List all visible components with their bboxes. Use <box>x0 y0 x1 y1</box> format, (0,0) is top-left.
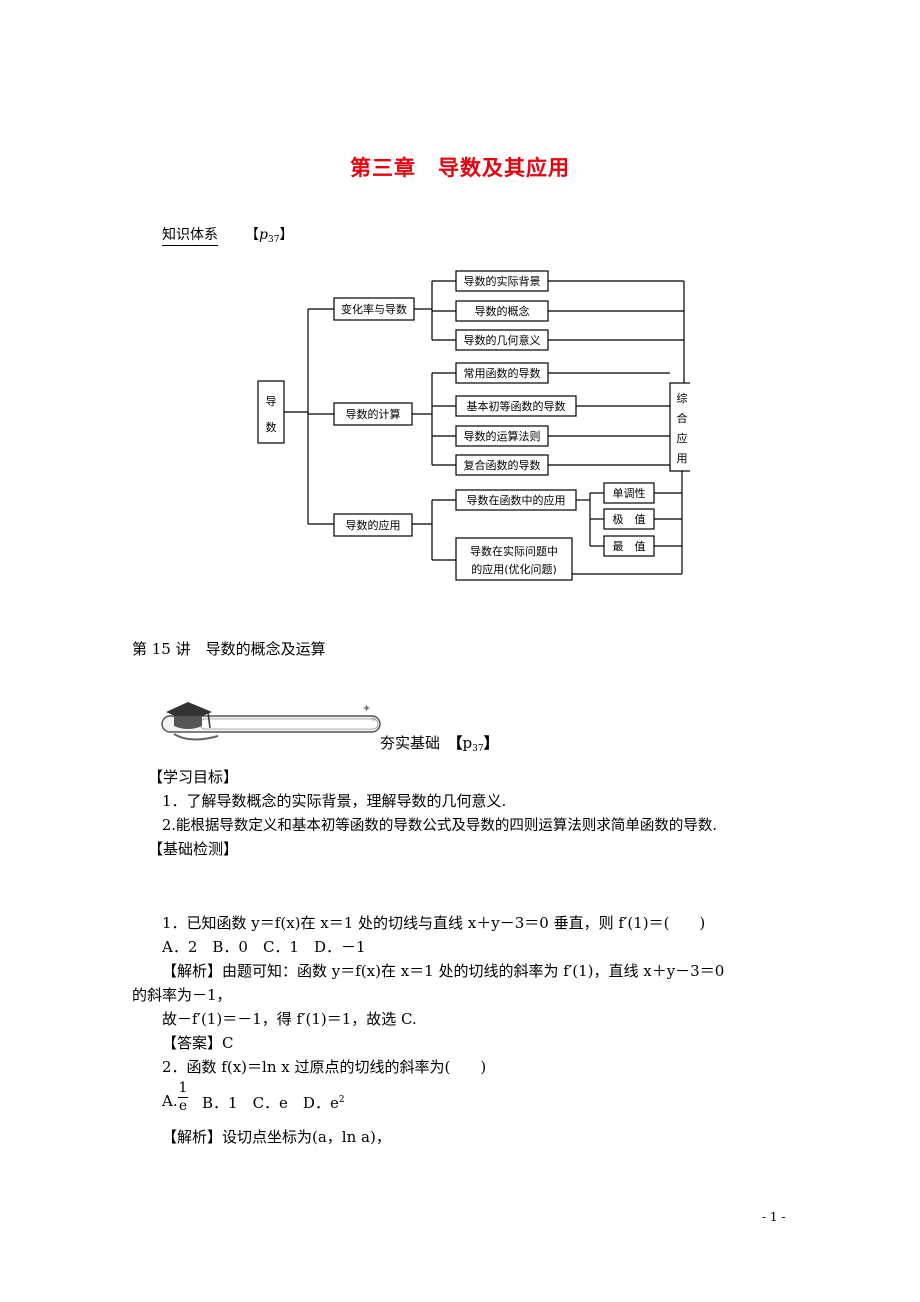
branch-calc: 导数的计算 <box>346 407 401 421</box>
leaf-calc-4: 复合函数的导数 <box>464 458 541 472</box>
page-number: - 1 - <box>762 1210 786 1224</box>
leaf-calc-1: 常用函数的导数 <box>464 366 541 380</box>
branch-rate: 变化率与导数 <box>341 302 407 316</box>
leaf-calc-2: 基本初等函数的导数 <box>467 399 566 413</box>
goals-heading: 【学习目标】 <box>148 768 239 786</box>
question-2-option-a: A. <box>162 1092 178 1110</box>
comp-char-4: 用 <box>677 452 688 465</box>
check-heading: 【基础检测】 <box>148 840 239 858</box>
lecture-title: 第 15 讲 导数的概念及运算 <box>132 640 326 658</box>
branch-app: 导数的应用 <box>346 518 401 532</box>
banner-heading: 夯实基础 【p37】 <box>380 734 499 754</box>
leaf-calc-3: 导数的运算法则 <box>464 429 541 443</box>
leaf-rate-3: 导数的几何意义 <box>464 333 541 347</box>
question-1: 1．已知函数 y＝f(x)在 x＝1 处的切线与直线 x＋y－3＝0 垂直，则 … <box>162 914 706 932</box>
leaf-app-2a: 导数在实际问题中 <box>470 544 558 558</box>
svg-text:✦: ✦ <box>362 702 371 715</box>
chapter-title: 第三章 导数及其应用 <box>350 155 570 180</box>
branch-box-app <box>333 513 413 537</box>
knowledge-system-page-ref: 【p37】 <box>245 227 294 245</box>
comp-char-2: 合 <box>677 411 688 425</box>
diagram-root-char1: 导 <box>266 395 277 408</box>
svg-text:✧: ✧ <box>370 715 377 724</box>
goal-2: 2.能根据导数定义和基本初等函数的导数公式及导数的四则运算法则求简单函数的导数. <box>162 818 717 834</box>
leaf-app-1: 导数在函数中的应用 <box>467 493 566 507</box>
knowledge-system-label: 知识体系 <box>162 224 218 246</box>
question-1-answer: 【答案】C <box>162 1034 234 1052</box>
question-1-options: A．2 B．0 C．1 D．－1 <box>162 938 366 956</box>
comp-char-1: 综 <box>677 391 688 405</box>
question-2-options: B．1 C．e D．e2 <box>202 1094 345 1112</box>
sub-leaf-1: 单调性 <box>613 486 646 500</box>
sub-leaf-2: 极 值 <box>613 512 646 526</box>
question-1-analysis-2: 的斜率为－1， <box>132 986 232 1004</box>
leaf-rate-1: 导数的实际背景 <box>464 274 541 288</box>
question-2: 2．函数 f(x)＝ln x 过原点的切线的斜率为( ) <box>162 1058 487 1076</box>
graduation-cap-banner-icon: ✦ ✧ <box>161 702 381 741</box>
leaf-rate-2: 导数的概念 <box>475 304 530 318</box>
comp-char-3: 应 <box>677 431 688 445</box>
question-1-analysis-1: 【解析】由题可知：函数 y＝f(x)在 x＝1 处的切线的斜率为 f′(1)，直… <box>162 962 725 980</box>
knowledge-diagram: 导 数 变化率与导数 导数的计算 导数的应用 导数的实际背景 导数的概念 导数的… <box>250 266 695 590</box>
fraction-numerator: 1 <box>178 1080 188 1098</box>
goal-1: 1．了解导数概念的实际背景，理解导数的几何意义. <box>162 792 507 810</box>
fraction-1-over-e: 1 e <box>178 1080 188 1115</box>
leaf-app-2b: 的应用(优化问题) <box>471 562 557 576</box>
fraction-denominator: e <box>178 1098 188 1114</box>
sub-leaf-3: 最 值 <box>613 540 646 553</box>
question-1-analysis-3: 故－f′(1)＝－1，得 f′(1)＝1，故选 C. <box>162 1010 417 1028</box>
question-2-analysis: 【解析】设切点坐标为(a，ln a)， <box>162 1128 391 1146</box>
diagram-root-char2: 数 <box>266 421 277 434</box>
